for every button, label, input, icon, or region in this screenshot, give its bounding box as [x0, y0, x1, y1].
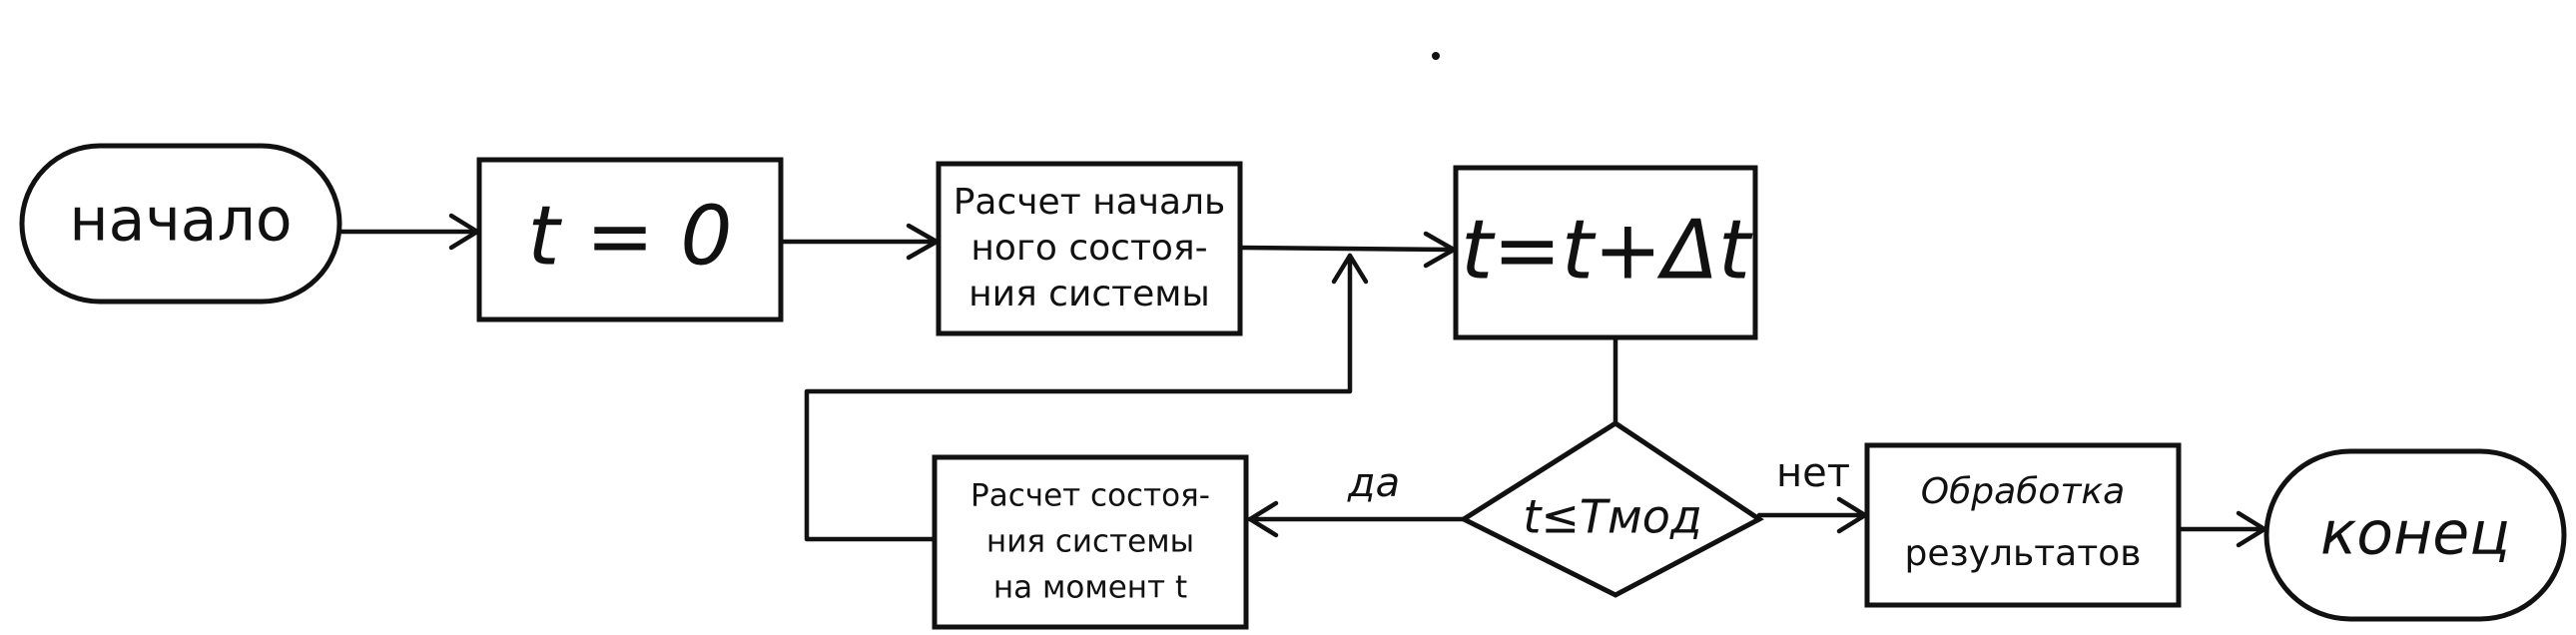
edge-process-to-end: [2176, 510, 2267, 548]
condition-diamond: t≤Tмод: [1458, 420, 1764, 598]
end-terminal: конец: [2263, 448, 2567, 622]
yes-branch-label: да: [1347, 460, 1400, 506]
edge-condition-yes-to-state-calc: [1247, 500, 1467, 538]
edge-init-to-initial-state: [778, 223, 940, 261]
process-results-line-2: результатов: [1905, 533, 2142, 574]
state-calc-box: Расчет состоя- ния системы на момент t: [932, 454, 1249, 630]
state-calc-line-2: ния системы: [986, 524, 1194, 560]
state-calc-line-3: на момент t: [993, 570, 1187, 606]
init-time-label: t = 0: [527, 189, 732, 284]
initial-state-box: Расчет началь ного состоя- ния системы: [936, 161, 1243, 336]
process-results-box: Обработка результатов: [1864, 442, 2182, 608]
edge-condition-no-to-process: [1756, 496, 1868, 534]
end-label: конец: [2320, 499, 2510, 569]
initial-state-line-3: ния системы: [968, 274, 1210, 315]
edge-start-to-init: [336, 213, 480, 251]
initial-state-line-2: ного состоя-: [970, 228, 1207, 269]
init-time-box: t = 0: [476, 157, 784, 322]
initial-state-line-1: Расчет началь: [954, 182, 1226, 223]
condition-label: t≤Tмод: [1523, 490, 1701, 544]
increment-label: t=t+Δt: [1461, 203, 1753, 298]
no-branch-label: нет: [1776, 450, 1850, 496]
increment-box: t=t+Δt: [1453, 165, 1758, 340]
edge-state-calc-loop-back: [804, 253, 1369, 542]
edge-initial-state-to-increment: [1237, 231, 1457, 269]
start-label: начало: [69, 186, 292, 256]
state-calc-line-1: Расчет состоя-: [970, 478, 1210, 514]
ink-dot: [1432, 52, 1440, 60]
process-results-line-1: Обработка: [1921, 471, 2125, 512]
start-terminal: начало: [19, 143, 342, 305]
